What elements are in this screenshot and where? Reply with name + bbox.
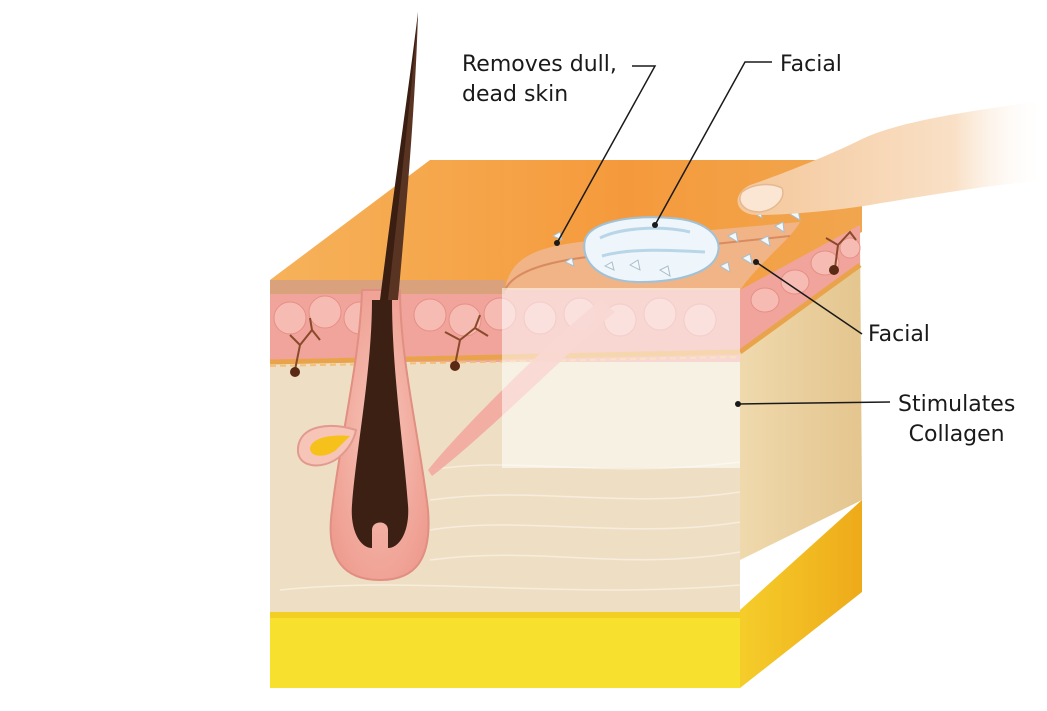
fingernail	[739, 183, 784, 213]
nerve-endings	[289, 230, 857, 371]
label-facial-top: Facial	[780, 52, 842, 77]
label-stimulates-collagen: Stimulates Collagen	[898, 390, 1015, 450]
leader-dots	[554, 222, 759, 407]
label-line: dead skin	[462, 82, 569, 107]
hair-shaft	[380, 12, 418, 300]
leader-facial-right	[755, 261, 863, 335]
label-facial-right: Facial	[868, 322, 930, 347]
leader-facial-top	[654, 61, 772, 226]
label-line: Collagen	[908, 422, 1005, 447]
nerve-cell-bodies	[290, 265, 839, 377]
leader-removes-dead-skin	[556, 65, 657, 244]
label-removes-dead-skin: Removes dull, dead skin	[462, 50, 617, 110]
leader-stimulates-collagen	[737, 401, 891, 405]
label-line: Removes dull,	[462, 52, 617, 77]
finger	[737, 100, 1047, 215]
fat-layer	[270, 612, 740, 688]
highlight-window	[502, 288, 740, 468]
leader-lines	[556, 61, 891, 405]
fat-right-face	[740, 500, 862, 688]
label-line: Stimulates	[898, 392, 1016, 417]
dermis-fibers	[279, 461, 741, 591]
